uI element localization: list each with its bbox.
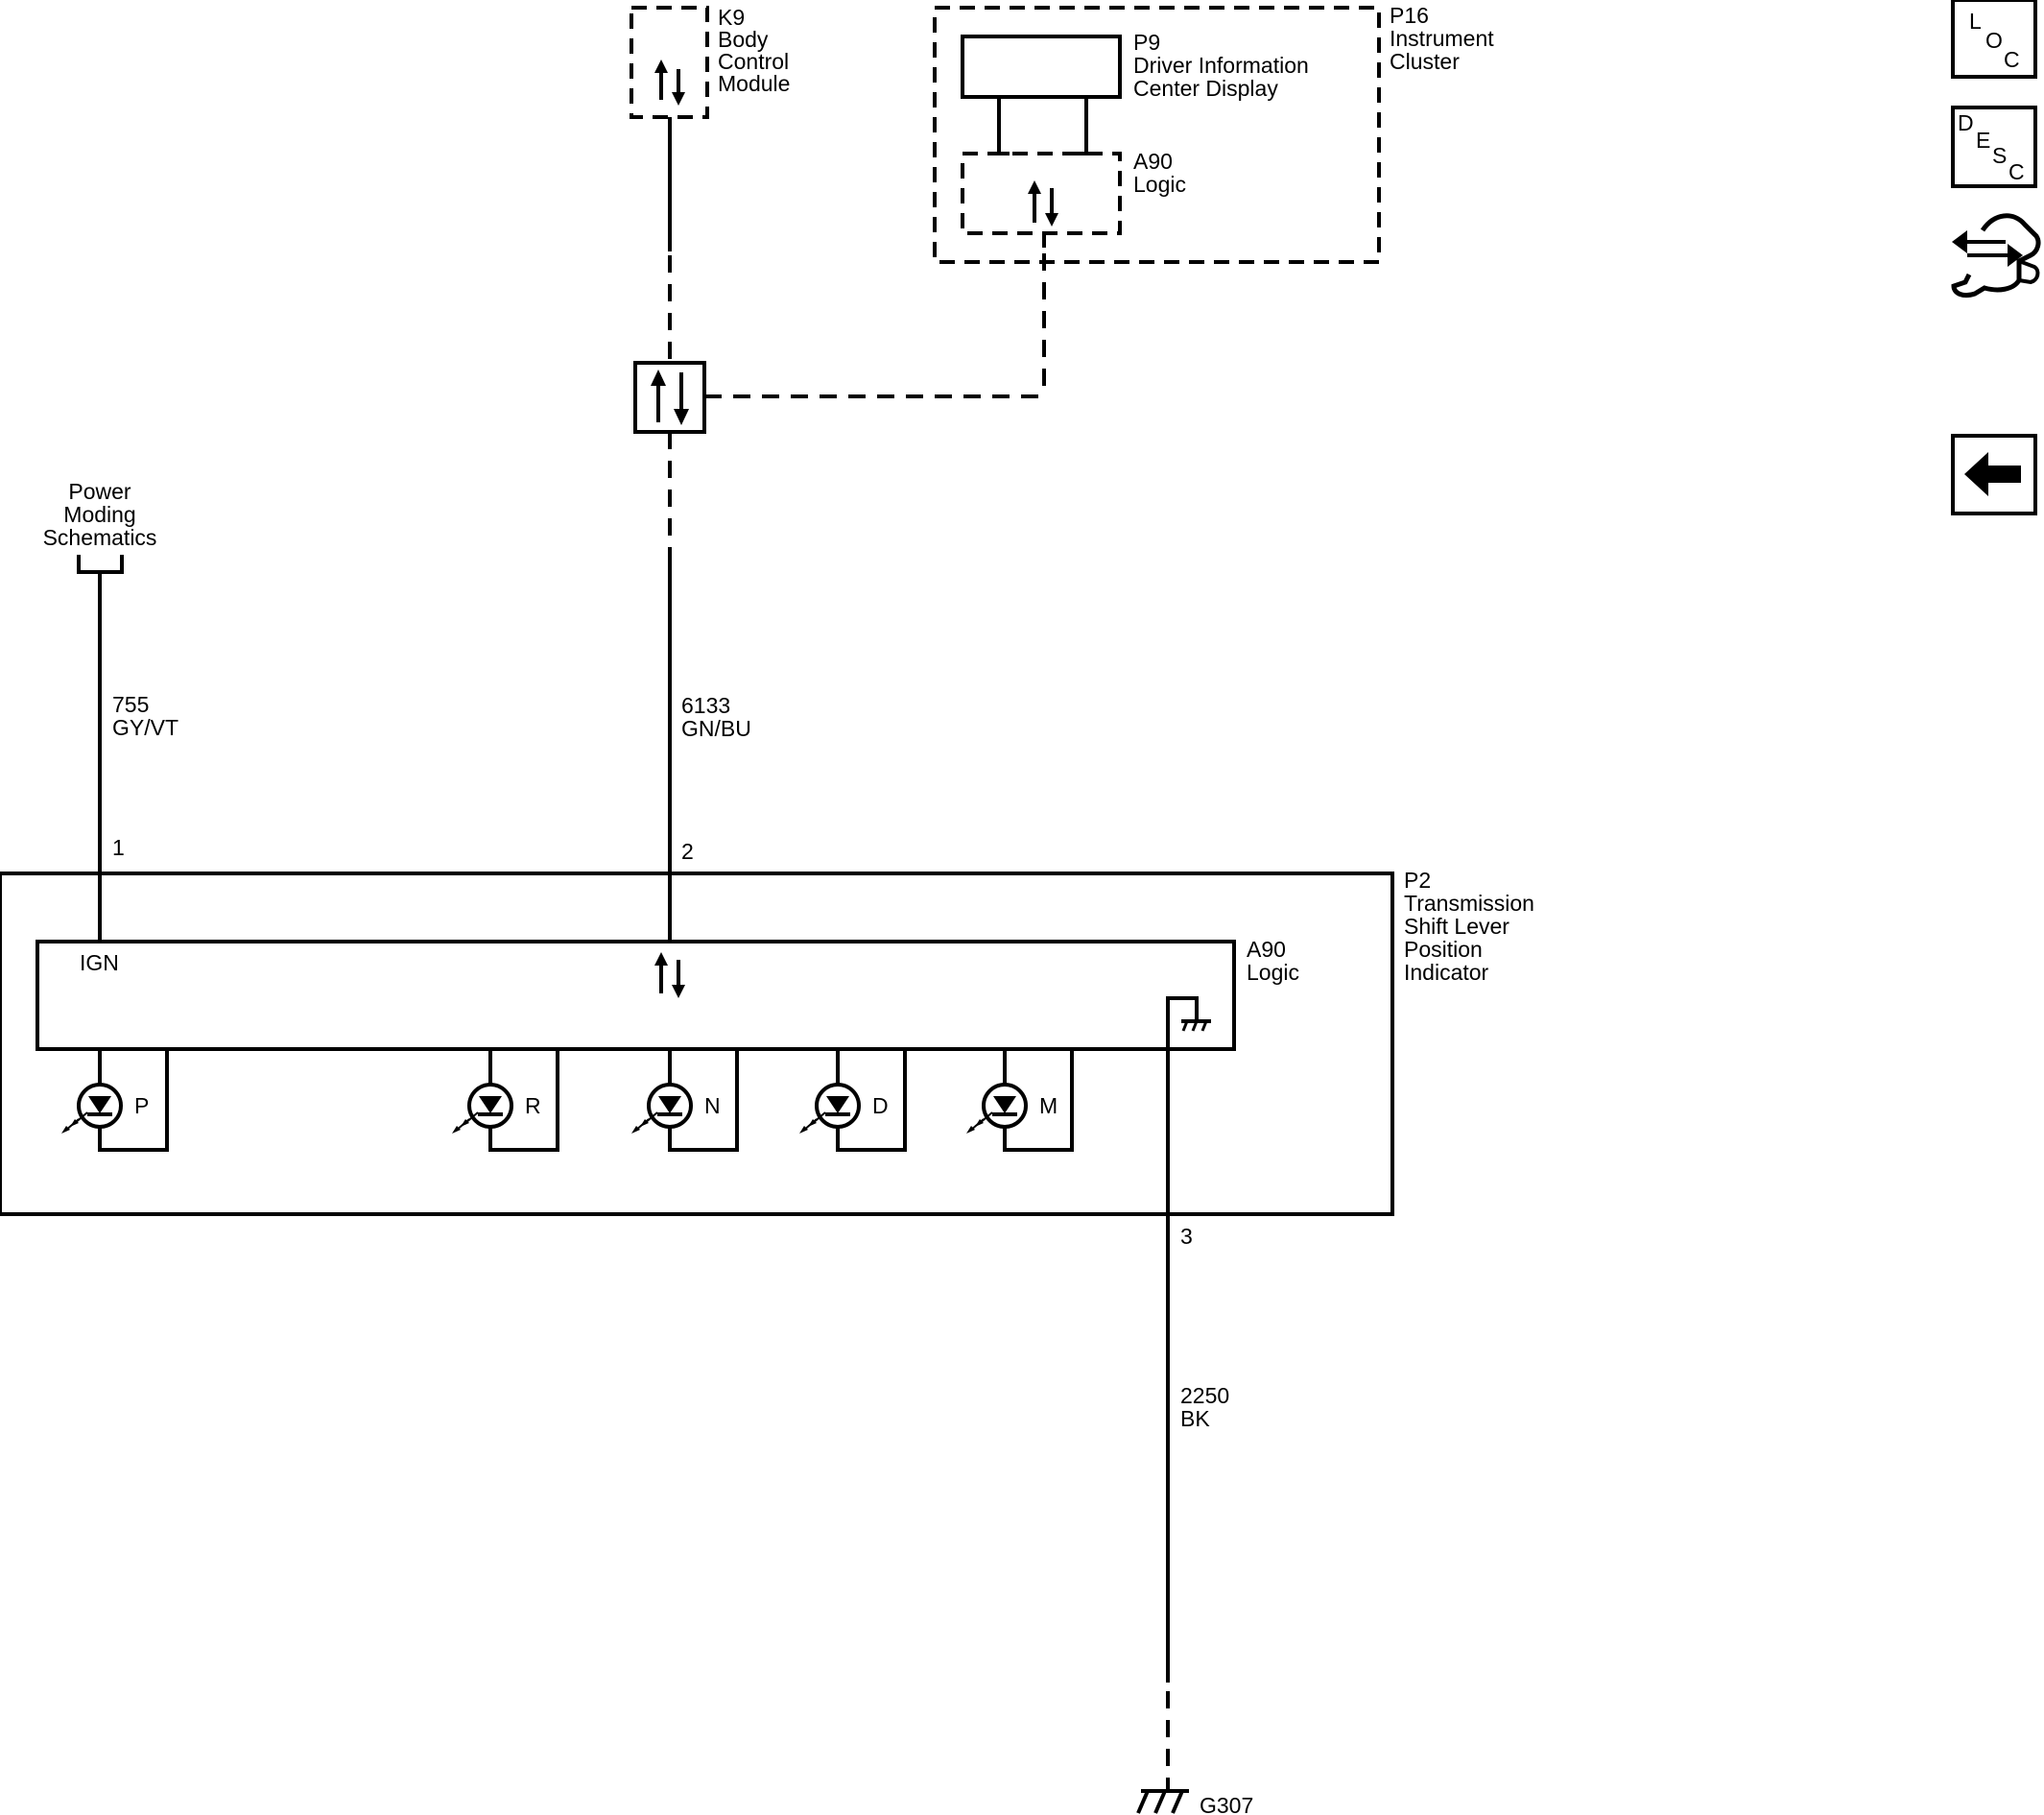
led-n: N <box>631 1049 739 1152</box>
internal-ground-icon <box>1166 996 1211 1049</box>
loc-letter-o: O <box>1985 28 2003 53</box>
back-button-frame <box>1951 434 2037 515</box>
k9-label-line2: Control <box>718 49 789 74</box>
p2-module-box <box>0 872 1394 1216</box>
led-label-d: D <box>872 1093 889 1118</box>
desc-letter-c: C <box>2008 159 2025 184</box>
wire-755-circuit: 755 <box>112 692 149 717</box>
led-label-n: N <box>704 1093 721 1118</box>
wire-2250-color: BK <box>1180 1406 1210 1431</box>
led-m: M <box>966 1049 1074 1152</box>
desc-button-frame <box>1951 106 2037 188</box>
wire-6133-circuit: 6133 <box>681 693 730 718</box>
p9-label-line2: Center Display <box>1133 76 1278 101</box>
power-connector-bracket <box>77 555 124 574</box>
power-label-line2: Moding <box>63 502 135 527</box>
p9-display-box <box>961 35 1122 99</box>
power-label-line3: Schematics <box>43 525 157 550</box>
led-r: R <box>452 1049 559 1152</box>
pin-3-label: 3 <box>1180 1224 1193 1249</box>
p2-logic-ref: A90 <box>1247 937 1286 962</box>
p16-logic-ref: A90 <box>1133 149 1173 174</box>
wire-2250-circuit: 2250 <box>1180 1383 1229 1408</box>
p16-data-arrows-icon <box>1028 180 1058 227</box>
k9-body-control-module: K9 Body Control Module <box>630 5 790 119</box>
desc-button[interactable]: D E S C <box>1951 106 2037 188</box>
back-arrow-button[interactable] <box>1951 434 2037 515</box>
splice-data-arrows-icon <box>651 370 689 425</box>
loc-button[interactable]: L O C <box>1951 0 2037 79</box>
led-label-r: R <box>525 1093 541 1118</box>
p2-ref: P2 <box>1404 868 1431 893</box>
p16-ref: P16 <box>1390 3 1429 28</box>
led-p: P <box>61 1049 169 1152</box>
pin-1-label: 1 <box>112 835 125 860</box>
loc-button-frame <box>1951 0 2037 79</box>
k9-label-line3: Module <box>718 71 790 96</box>
p9-label-line1: Driver Information <box>1133 53 1309 78</box>
splice-box <box>633 361 706 434</box>
p2-logic-label: Logic <box>1247 960 1299 985</box>
p2-data-arrows-icon <box>654 952 685 998</box>
ground-g307-icon <box>1136 1789 1189 1814</box>
k9-label-line1: Body <box>718 27 769 52</box>
p16-label-line2: Cluster <box>1390 49 1460 74</box>
p16-label-line1: Instrument <box>1390 26 1494 51</box>
k9-ref: K9 <box>718 5 745 30</box>
p2-logic-box <box>36 940 1236 1051</box>
p2-label-line1: Transmission <box>1404 891 1534 916</box>
p2-label-line3: Position <box>1404 937 1483 962</box>
loc-letter-l: L <box>1969 9 1982 34</box>
wire-755-color: GY/VT <box>112 715 178 740</box>
wire-6133-color: GN/BU <box>681 716 751 741</box>
led-label-p: P <box>134 1093 149 1118</box>
led-label-m: M <box>1039 1093 1058 1118</box>
k9-module-box <box>630 6 709 119</box>
p2-label-line2: Shift Lever <box>1404 914 1509 939</box>
desc-letter-d: D <box>1958 110 1974 135</box>
serial-data-splice <box>633 117 1046 941</box>
loc-letter-c: C <box>2004 47 2020 72</box>
p2-shift-lever-indicator: P2 Transmission Shift Lever Position Ind… <box>0 868 1534 1216</box>
back-arrow-icon <box>1964 452 2021 496</box>
ground-label: G307 <box>1200 1793 1253 1815</box>
p16-instrument-cluster: P16 Instrument Cluster P9 Driver Informa… <box>933 3 1494 264</box>
desc-letter-e: E <box>1976 128 1990 153</box>
k9-data-arrows-icon <box>654 60 685 106</box>
p16-logic-box <box>961 152 1122 235</box>
power-label-line1: Power <box>68 479 131 504</box>
desc-letter-s: S <box>1992 143 2007 168</box>
p16-logic-label: Logic <box>1133 172 1186 197</box>
connector-harness-icon[interactable] <box>1951 213 2041 299</box>
pin-2-label: 2 <box>681 839 694 864</box>
p9-ref: P9 <box>1133 30 1160 55</box>
led-d: D <box>799 1049 907 1152</box>
ign-label: IGN <box>80 950 119 975</box>
p2-label-line4: Indicator <box>1404 960 1489 985</box>
power-moding-reference: Power Moding Schematics <box>43 479 157 941</box>
